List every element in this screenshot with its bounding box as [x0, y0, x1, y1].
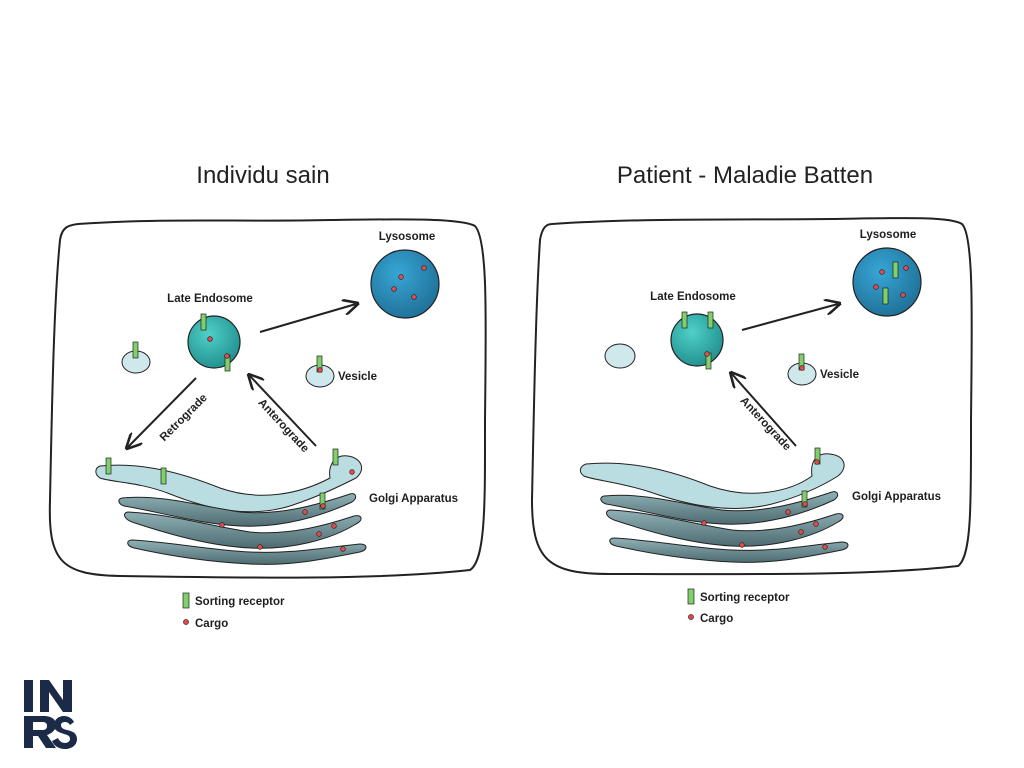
sorting-receptor	[892, 261, 899, 279]
cargo-dot	[398, 274, 404, 280]
cargo-dot	[316, 531, 322, 537]
cargo-dot	[704, 351, 710, 357]
golgi-cisterna-2	[600, 491, 839, 525]
cargo-dot	[822, 544, 828, 550]
lysosome-label: Lysosome	[379, 231, 435, 243]
golgi-cisterna-top	[579, 453, 845, 509]
sorting-receptor	[801, 490, 808, 508]
cargo-dot	[257, 544, 263, 550]
vesicle-left	[121, 341, 151, 374]
cargo-dot	[798, 529, 804, 535]
cargo-dot	[701, 520, 707, 526]
legend-receptor-label: Sorting receptor	[195, 596, 285, 608]
golgi-label: Golgi Apparatus	[852, 491, 941, 503]
late-endosome-label: Late Endosome	[167, 293, 253, 305]
sorting-receptor	[160, 467, 167, 485]
cargo-dot	[802, 501, 808, 507]
lysosome-label: Lysosome	[860, 229, 916, 241]
arrow-anterograde	[250, 376, 317, 447]
cargo-dot	[302, 509, 308, 515]
cargo-dot	[421, 265, 427, 271]
sorting-receptor	[882, 287, 889, 305]
legend-cargo-label: Cargo	[700, 613, 733, 625]
cargo-dot	[317, 367, 323, 373]
legend-receptor-label: Sorting receptor	[700, 592, 790, 604]
golgi-cisterna-3	[606, 509, 844, 547]
vesicle-left	[604, 343, 636, 369]
legend-cargo-swatch	[688, 614, 694, 620]
vesicle	[305, 355, 335, 388]
sorting-receptor	[332, 448, 339, 466]
legend-receptor-swatch	[687, 588, 695, 605]
cargo-dot	[873, 284, 879, 290]
sorting-receptor	[105, 457, 112, 475]
cargo-dot	[391, 286, 397, 292]
sorting-receptor	[681, 311, 688, 329]
cargo-dot	[320, 503, 326, 509]
late-endosome-label: Late Endosome	[650, 291, 736, 303]
vesicle	[787, 353, 817, 386]
cargo-dot	[207, 336, 213, 342]
cargo-dot	[879, 269, 885, 275]
cargo-dot	[900, 292, 906, 298]
golgi-apparatus	[579, 447, 849, 563]
vesicle-label: Vesicle	[820, 369, 859, 381]
panel-healthy: Individu sain Lysosome Late Endosome	[48, 162, 487, 630]
legend-cargo-swatch	[183, 619, 189, 625]
sorting-receptor	[132, 341, 139, 359]
sorting-receptor	[319, 492, 326, 510]
late-endosome	[187, 313, 241, 372]
golgi-label: Golgi Apparatus	[369, 493, 458, 505]
golgi-cisterna-4	[127, 539, 367, 565]
cargo-dot	[739, 542, 745, 548]
cargo-dot	[224, 353, 230, 359]
legend-cargo-label: Cargo	[195, 618, 228, 630]
cargo-dot	[331, 523, 337, 529]
golgi-apparatus	[95, 448, 367, 565]
arrow-retrograde	[128, 377, 197, 447]
arrow-to-lysosome	[741, 304, 838, 331]
cargo-dot	[411, 294, 417, 300]
cargo-dot	[814, 459, 820, 465]
cargo-dot	[219, 522, 225, 528]
legend: Sorting receptor Cargo	[182, 592, 285, 630]
vesicle-label: Vesicle	[338, 371, 377, 383]
sorting-receptor	[707, 311, 714, 329]
legend-receptor-swatch	[182, 592, 190, 609]
late-endosome	[670, 311, 724, 370]
panel-title: Individu sain	[196, 162, 329, 189]
cargo-dot	[799, 365, 805, 371]
lysosome	[852, 247, 922, 317]
cargo-dot	[340, 546, 346, 552]
lysosome	[370, 249, 440, 319]
inrs-logo	[24, 680, 77, 749]
cargo-dot	[349, 469, 355, 475]
cargo-dot	[903, 265, 909, 271]
arrow-anterograde	[732, 374, 797, 447]
cargo-dot	[813, 521, 819, 527]
sorting-receptor	[200, 313, 207, 331]
panel-title: Patient - Maladie Batten	[617, 162, 873, 189]
golgi-cisterna-2	[118, 493, 357, 527]
golgi-cisterna-4	[609, 537, 849, 563]
golgi-cisterna-3	[124, 511, 362, 549]
arrow-to-lysosome	[259, 304, 356, 333]
panel-patient: Patient - Maladie Batten Lysosome Late E…	[530, 162, 973, 625]
legend: Sorting receptor Cargo	[687, 588, 790, 625]
cargo-dot	[785, 509, 791, 515]
golgi-cisterna-top	[95, 455, 363, 513]
